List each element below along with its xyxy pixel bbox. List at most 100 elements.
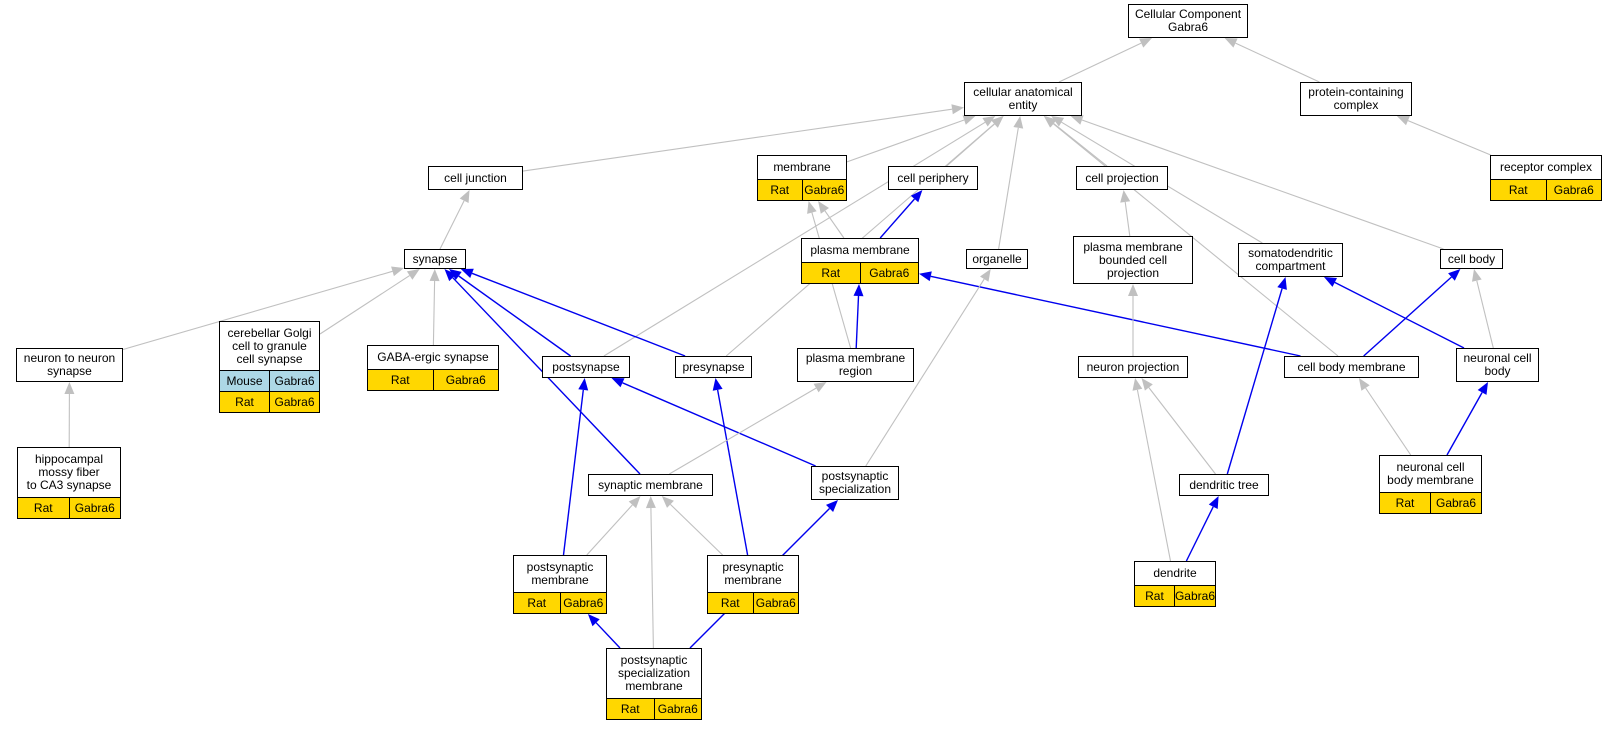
edge-arrowhead xyxy=(1128,284,1138,296)
edge-arrowhead xyxy=(813,382,827,393)
edge-arrowhead xyxy=(712,378,723,391)
node-celljunc[interactable]: cell junction xyxy=(428,166,523,190)
edge-arrowhead xyxy=(982,116,996,127)
edge-arrowhead xyxy=(1070,115,1084,125)
node-presyn[interactable]: presynapse xyxy=(675,356,752,378)
node-pmr[interactable]: plasma membrane region xyxy=(797,348,914,382)
species-cell: Rat xyxy=(33,500,53,515)
gene-cell: Gabra6 xyxy=(432,370,499,390)
edge-arrowhead xyxy=(1448,269,1461,281)
node-ncb[interactable]: neuronal cell body xyxy=(1456,348,1539,382)
node-cellbody[interactable]: cell body xyxy=(1440,249,1503,269)
edge-part_of-pm-cellper xyxy=(879,198,916,239)
node-synapse[interactable]: synapse xyxy=(404,249,466,269)
edge-arrowhead xyxy=(578,378,589,391)
edge-arrowhead xyxy=(459,190,470,203)
node-label: dendrite xyxy=(1153,566,1197,580)
edge-arrowhead xyxy=(853,284,864,297)
node-cellproj[interactable]: cell projection xyxy=(1076,166,1168,190)
edge-arrowhead xyxy=(919,271,932,282)
edge-part_of-cbm-pm xyxy=(930,275,1301,357)
node-neuproj[interactable]: neuron projection xyxy=(1078,356,1188,378)
node-somato[interactable]: somatodendritic compartment xyxy=(1238,243,1343,277)
node-label: organelle xyxy=(972,251,1022,266)
node-label: hippocampal mossy fiber to CA3 synapse xyxy=(26,452,112,492)
node-label: cell body membrane xyxy=(1297,359,1406,374)
edge-part_of-pmr-pm xyxy=(855,295,860,349)
edge-is_a-synapse-celljunc xyxy=(439,200,465,250)
node-cellper[interactable]: cell periphery xyxy=(888,166,978,190)
edge-arrowhead xyxy=(1324,277,1337,287)
edge-part_of-ncbm-ncb xyxy=(1446,392,1483,456)
edge-is_a-pcc-root xyxy=(1235,42,1320,83)
node-label: plasma membrane bounded cell projection xyxy=(1083,239,1183,280)
node-pmbcp[interactable]: plasma membrane bounded cell projection xyxy=(1073,236,1193,284)
edge-is_a-dendtree-neuproj xyxy=(1148,387,1216,475)
gene-cell: Gabra6 xyxy=(1173,586,1215,606)
node-postsyn[interactable]: postsynapse xyxy=(542,356,630,378)
edge-is_a-gaba-synapse xyxy=(432,280,436,346)
node-pcc[interactable]: protein-containing complex xyxy=(1300,82,1412,116)
node-label: cellular anatomical entity xyxy=(973,85,1073,112)
node-label: postsynaptic specialization membrane xyxy=(617,653,691,693)
edge-is_a-cellproj-cae xyxy=(1053,123,1108,167)
node-synmem[interactable]: synaptic membrane xyxy=(588,474,713,496)
edge-arrowhead xyxy=(444,269,457,282)
edge-is_a-celljunc-cae xyxy=(522,108,953,172)
edge-arrowhead xyxy=(645,496,656,509)
edge-is_a-pss-organelle xyxy=(865,278,985,467)
edge-arrowhead xyxy=(1132,378,1143,391)
edge-is_a-cellbody-cae xyxy=(1081,119,1444,250)
node-cae[interactable]: cellular anatomical entity xyxy=(964,82,1082,116)
edge-arrowhead xyxy=(1277,277,1287,290)
edge-arrowhead xyxy=(587,614,600,627)
gene-cell: Gabra6 xyxy=(559,593,607,613)
node-label: synaptic membrane xyxy=(598,477,703,492)
node-label: receptor complex xyxy=(1499,160,1593,174)
edge-arrowhead xyxy=(429,269,440,282)
gene-cell: Gabra6 xyxy=(68,498,121,518)
node-label: presynapse xyxy=(682,359,745,374)
edge-part_of-pss-postsyn xyxy=(622,382,816,467)
node-label: synapse xyxy=(412,251,458,266)
edge-arrowhead xyxy=(1141,378,1153,391)
species-cell: Rat xyxy=(235,394,254,409)
node-golgi[interactable]: cerebellar Golgi cell to granule cell sy… xyxy=(219,321,320,413)
node-label: cerebellar Golgi cell to granule cell sy… xyxy=(227,325,312,366)
node-root[interactable]: Cellular Component Gabra6 xyxy=(1128,4,1248,38)
edge-arrowhead xyxy=(391,266,404,277)
edge-is_a-organelle-cae xyxy=(998,127,1019,250)
edge-arrowhead xyxy=(1472,269,1482,282)
species-cell: Rat xyxy=(620,701,640,716)
edge-arrowhead xyxy=(406,269,420,280)
edge-is_a-pm-membrane xyxy=(824,210,845,239)
node-dendtree[interactable]: dendritic tree xyxy=(1179,474,1269,496)
edge-arrowhead xyxy=(1224,38,1238,48)
edge-part_of-cbm-cellbody xyxy=(1363,276,1452,357)
edge-arrowhead xyxy=(460,268,474,278)
node-label: GABA-ergic synapse xyxy=(377,350,489,364)
node-organelle[interactable]: organelle xyxy=(966,249,1028,269)
edge-is_a-ncbm-cbm xyxy=(1365,387,1412,456)
node-cbm[interactable]: cell body membrane xyxy=(1284,356,1419,378)
node-label: Cellular Component Gabra6 xyxy=(1134,7,1242,34)
edge-part_of-ncb-somato xyxy=(1334,281,1465,349)
node-pss[interactable]: postsynaptic specialization xyxy=(811,466,899,500)
node-n2n[interactable]: neuron to neuron synapse xyxy=(16,348,123,382)
